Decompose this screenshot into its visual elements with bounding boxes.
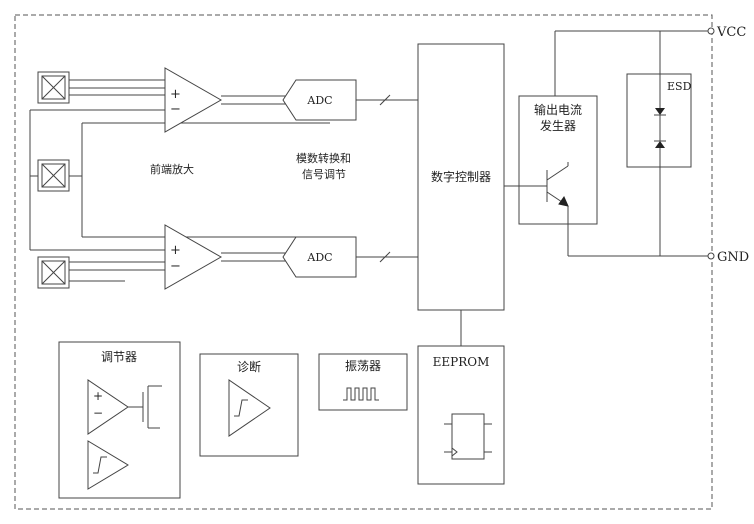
regulator-hysteresis-icon: [93, 456, 107, 474]
amp-top-minus: −: [170, 102, 181, 117]
regulator-amp-minus: −: [93, 406, 103, 420]
current-generator-block: [518, 95, 598, 225]
digital-controller-label: 数字控制器: [431, 169, 491, 184]
regulator-amp-icon: [87, 379, 129, 435]
regulator-block: [58, 341, 181, 499]
front-amp-bottom: [164, 224, 223, 290]
amp-bottom-plus: +: [170, 243, 181, 258]
diagnostics-hysteresis-icon: [234, 399, 248, 417]
mosfet-icon: [128, 385, 162, 429]
esd-block: [626, 73, 692, 168]
output-transistor-icon: [504, 162, 569, 256]
current-gen-line1: 输出电流: [534, 102, 582, 117]
adc-desc-line2: 信号调节: [302, 168, 346, 181]
oscillator-block: [318, 353, 408, 411]
esd-diode-icon: [654, 108, 666, 148]
amp-top-plus: +: [170, 87, 181, 102]
front-end-label: 前端放大: [150, 162, 194, 176]
adc-desc-line1: 模数转换和: [296, 151, 351, 165]
diagnostics-comparator-icon: [228, 379, 271, 437]
digital-controller-block: [417, 43, 505, 311]
sensor-top-icon: [37, 71, 70, 104]
adc-top-label: ADC: [306, 94, 332, 107]
sensor-bottom-icon: [37, 256, 70, 289]
amp-bottom-minus: −: [170, 259, 181, 274]
regulator-amp-plus: +: [93, 389, 103, 403]
eeprom-label: EEPROM: [433, 355, 490, 369]
diagnostics-label: 诊断: [237, 359, 261, 374]
current-gen-line2: 发生器: [540, 118, 576, 133]
front-amp-top: [164, 67, 223, 133]
gnd-pin: [707, 252, 715, 260]
front-end-wiring: [29, 79, 330, 282]
regulator-label: 调节器: [101, 350, 137, 364]
vcc-label: VCC: [716, 25, 746, 40]
amp-to-adc-wiring: [221, 95, 293, 262]
sensor-middle-icon: [37, 159, 70, 192]
regulator-comparator-icon: [87, 440, 129, 490]
chip-boundary: [14, 14, 713, 510]
square-wave-icon: [343, 387, 379, 401]
flipflop-icon: [444, 413, 492, 460]
gnd-label: GND: [717, 250, 749, 265]
adc-bus-wiring: [356, 94, 418, 263]
oscillator-label: 振荡器: [345, 359, 381, 373]
esd-label: ESD: [667, 80, 692, 93]
adc-bottom-label: ADC: [306, 251, 332, 264]
vcc-pin: [707, 27, 715, 35]
